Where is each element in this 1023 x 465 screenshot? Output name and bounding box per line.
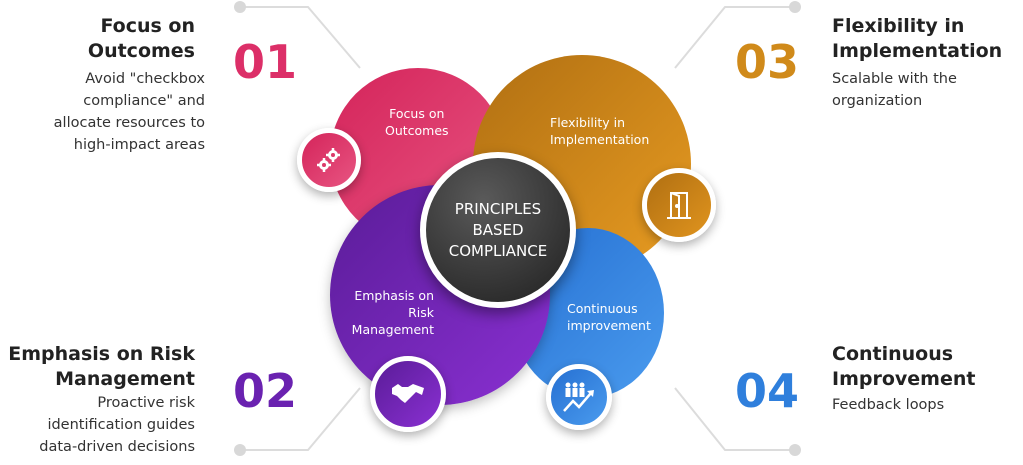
center-line: PRINCIPLES xyxy=(454,199,542,218)
circle-label-line: Emphasis on xyxy=(354,288,434,303)
title-line: Outcomes xyxy=(87,40,195,62)
title-line: Flexibility in xyxy=(832,15,965,37)
circle-label-line: Implementation xyxy=(550,132,650,147)
handshake-icon xyxy=(370,356,446,432)
item-03-title: Flexibility in Implementation xyxy=(832,14,1002,64)
title-line: Continuous xyxy=(832,343,954,365)
connector-dot xyxy=(234,444,246,456)
item-03-desc: Scalable with the organization xyxy=(832,68,957,112)
circle-label-line: Flexibility in xyxy=(550,115,626,130)
desc-line: Feedback loops xyxy=(832,397,945,413)
desc-line: data-driven decisions xyxy=(39,439,195,455)
connector-02 xyxy=(240,387,361,451)
desc-line: identification guides xyxy=(47,417,195,433)
connector-01 xyxy=(240,6,361,69)
item-01-number: 01 xyxy=(233,35,298,89)
circle-label-line: improvement xyxy=(567,318,651,333)
circle-label-03: Flexibility in Implementation xyxy=(550,114,649,148)
connector-03 xyxy=(674,6,795,69)
center-line: COMPLIANCE xyxy=(448,241,548,260)
connector-dot xyxy=(789,444,801,456)
title-line: Implementation xyxy=(832,40,1003,62)
circle-label-line: Focus on xyxy=(389,106,445,121)
desc-line: organization xyxy=(832,93,923,109)
desc-line: Avoid "checkbox xyxy=(85,71,205,87)
title-line: Emphasis on Risk xyxy=(8,343,195,365)
circle-label-line: Risk xyxy=(408,305,434,320)
desc-line: compliance" and xyxy=(83,93,205,109)
desc-line: Proactive risk xyxy=(97,395,195,411)
item-02-desc: Proactive risk identification guides dat… xyxy=(39,392,195,458)
circle-label-line: Management xyxy=(351,322,434,337)
door-icon xyxy=(642,168,716,242)
item-01-desc: Avoid "checkbox compliance" and allocate… xyxy=(54,68,205,156)
title-line: Improvement xyxy=(832,368,976,390)
circle-label-04: Continuous improvement xyxy=(567,300,651,334)
gears-icon xyxy=(297,128,361,192)
circle-label-01: Focus on Outcomes xyxy=(385,105,449,139)
item-01-title: Focus on Outcomes xyxy=(88,14,195,64)
team-growth-icon xyxy=(546,364,612,430)
connector-04 xyxy=(674,387,795,451)
title-line: Focus on xyxy=(100,15,195,37)
connector-dot xyxy=(234,1,246,13)
desc-line: allocate resources to xyxy=(53,115,205,131)
item-04-number: 04 xyxy=(735,364,800,418)
title-line: Management xyxy=(55,368,195,390)
item-04-desc: Feedback loops xyxy=(832,394,944,416)
center-line: BASED xyxy=(472,220,524,239)
item-03-number: 03 xyxy=(735,35,800,89)
circle-label-line: Outcomes xyxy=(385,123,449,138)
desc-line: high-impact areas xyxy=(73,137,205,153)
center-principles-based-compliance: PRINCIPLES BASED COMPLIANCE xyxy=(420,152,576,308)
desc-line: Scalable with the xyxy=(832,71,957,87)
connector-dot xyxy=(789,1,801,13)
item-02-number: 02 xyxy=(233,364,298,418)
circle-label-line: Continuous xyxy=(567,301,638,316)
